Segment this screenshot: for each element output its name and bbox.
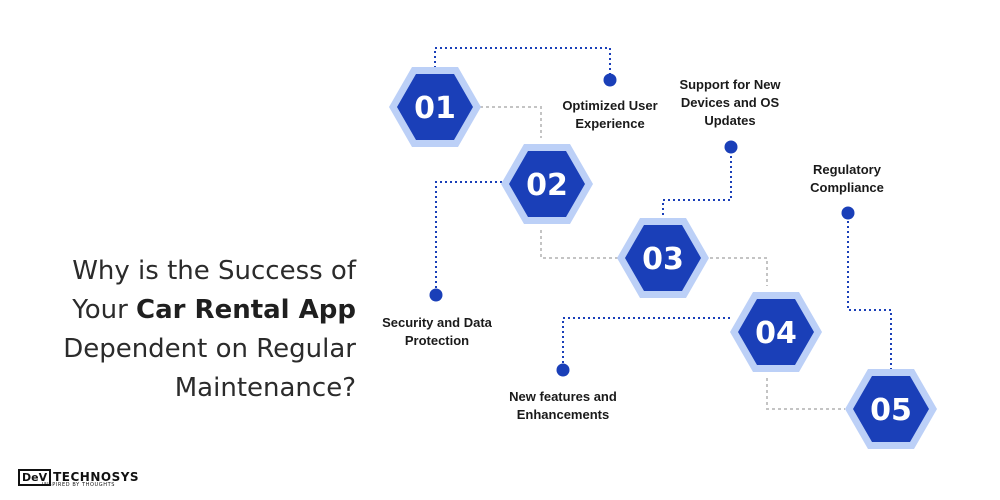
hex-01-number: 01 (414, 91, 456, 126)
hex-05-inner (853, 376, 929, 442)
connector-03-04 (710, 257, 768, 286)
step-label-03-line: Devices and OS (680, 95, 780, 110)
connector-04-05 (766, 378, 845, 410)
hex-01: 01 (389, 67, 481, 147)
step-label-05-line: Compliance (810, 180, 884, 195)
leader-05 (847, 214, 892, 370)
step-label-02-line: Protection (404, 333, 470, 348)
dot-02 (429, 288, 443, 302)
gray-connectors (480, 106, 845, 410)
leader-lines (434, 47, 892, 370)
leader-01 (434, 47, 611, 80)
title-line-4: Maintenance? (174, 373, 356, 403)
leader-04 (562, 317, 730, 370)
title-line-2: Your Car Rental App (40, 291, 356, 330)
hex-02-inner (509, 151, 585, 217)
hex-03: 03 (617, 218, 709, 298)
leader-dots (429, 73, 855, 377)
logo-wordmark: TECHNOSYS (53, 470, 140, 484)
hex-02: 02 (501, 144, 593, 224)
logo-box: DeV (18, 469, 52, 486)
step-label-01: Optimized User Experience (545, 97, 675, 133)
connector-01-02 (480, 106, 542, 138)
logo-tagline: INSPIRED BY THOUGHTS (42, 482, 116, 488)
hex-05-number: 05 (870, 393, 912, 428)
brand-logo: DeV TECHNOSYS INSPIRED BY THOUGHTS (18, 469, 139, 493)
title-line-1: Why is the Success of (72, 256, 356, 286)
dot-04 (556, 363, 570, 377)
step-label-05-line: Regulatory (813, 162, 881, 177)
leader-03 (662, 147, 732, 220)
hex-04: 04 (730, 292, 822, 372)
step-label-03: Support for New Devices and OS Updates (665, 76, 795, 130)
title-line-3: Dependent on Regular (63, 334, 356, 364)
page-title: Why is the Success of Your Car Rental Ap… (40, 252, 356, 408)
hex-05: 05 (845, 369, 937, 449)
hex-04-number: 04 (755, 316, 797, 351)
hex-03-inner (625, 225, 701, 291)
hex-01-inner (397, 74, 473, 140)
step-label-01-line: Experience (575, 116, 645, 131)
step-label-05: Regulatory Compliance (782, 161, 912, 197)
step-label-04: New features and Enhancements (498, 388, 628, 424)
step-label-02-line: Security and Data (382, 315, 492, 330)
step-label-04-line: New features and (509, 389, 617, 404)
step-label-01-line: Optimized User (562, 98, 658, 113)
connector-02-03 (540, 230, 618, 259)
title-line-2-pre: Your (72, 295, 137, 325)
title-highlight: Car Rental App (136, 295, 356, 325)
hex-02-number: 02 (526, 168, 568, 203)
step-label-04-line: Enhancements (516, 407, 610, 422)
step-label-03-line: Updates (704, 113, 756, 128)
step-label-03-line: Support for New (679, 77, 781, 92)
dot-03 (724, 140, 738, 154)
leader-02 (435, 181, 502, 294)
hex-03-number: 03 (642, 242, 684, 277)
hex-04-inner (738, 299, 814, 365)
dot-05 (841, 206, 855, 220)
dot-01 (603, 73, 617, 87)
step-label-02: Security and Data Protection (372, 314, 502, 350)
